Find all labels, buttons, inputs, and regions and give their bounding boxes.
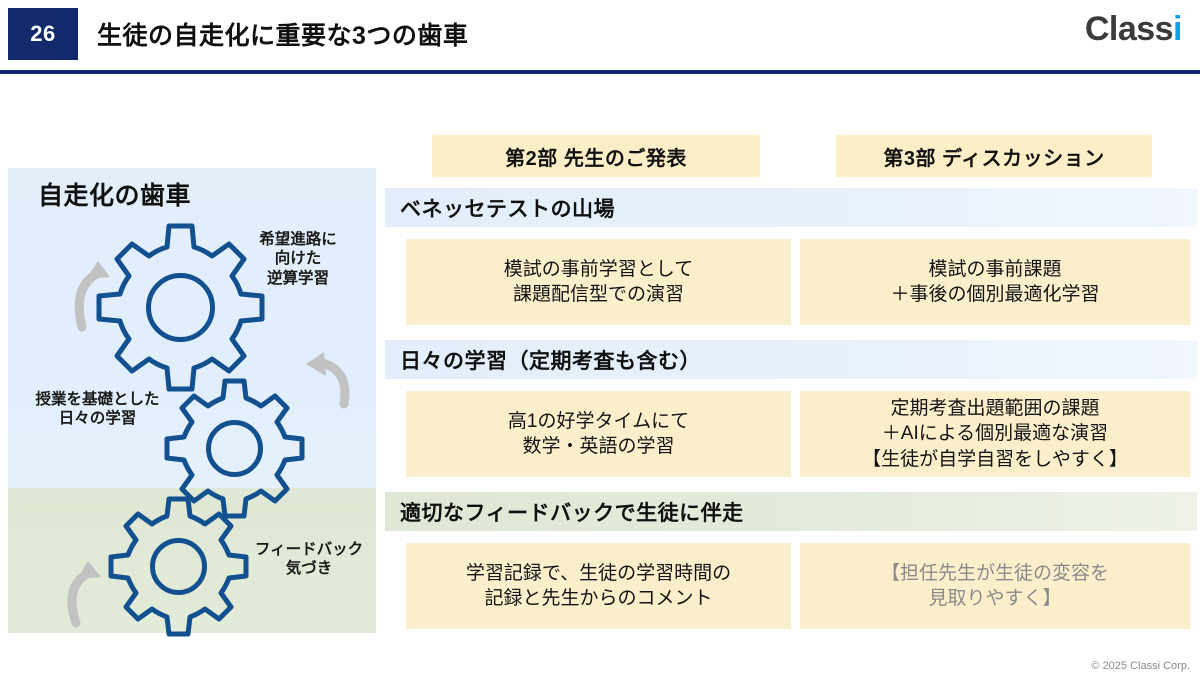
row-band-daily-study: 日々の学習（定期考査も含む） bbox=[385, 340, 1197, 379]
rotation-arrow-upper-icon bbox=[74, 261, 110, 332]
row-band-feedback: 適切なフィードバックで生徒に伴走 bbox=[385, 492, 1197, 531]
gear-label-goal: 希望進路に 向けた 逆算学習 bbox=[259, 231, 337, 287]
row-band-label: 日々の学習（定期考査も含む） bbox=[400, 349, 701, 373]
gear-label-feedback: フィードバック 気づき bbox=[254, 541, 364, 578]
column-header-part3: 第3部 ディスカッション bbox=[836, 135, 1152, 177]
row-band-label: 適切なフィードバックで生徒に伴走 bbox=[400, 501, 744, 525]
cell-row1-col2: 模試の事前課題 ＋事後の個別最適化学習 bbox=[800, 239, 1190, 325]
gear-label-daily-study: 授業を基礎とした 日々の学習 bbox=[35, 391, 160, 428]
footer-copyright: © 2025 Classi Corp. bbox=[1091, 660, 1190, 672]
logo-wordmark: Class bbox=[1084, 10, 1174, 48]
gear-panel-title: 自走化の歯車 bbox=[38, 182, 192, 210]
gear-large-icon bbox=[96, 223, 265, 392]
cell-row2-col2: 定期考査出題範囲の課題 ＋AIによる個別最適な演習 【生徒が自学自習をしやすく】 bbox=[800, 391, 1190, 477]
gear-small-icon bbox=[108, 496, 249, 637]
rotation-arrow-middle-icon bbox=[306, 352, 350, 409]
page-title: 生徒の自走化に重要な3つの歯車 bbox=[97, 22, 469, 50]
gear-panel-background-top bbox=[8, 168, 376, 488]
cell-row1-col1: 模試の事前学習として 課題配信型での演習 bbox=[406, 239, 791, 325]
logo-accent-letter: i bbox=[1173, 10, 1182, 48]
cell-row3-col1: 学習記録で、生徒の学習時間の 記録と先生からのコメント bbox=[406, 543, 791, 629]
gear-diagram-panel: 自走化の歯車 希望進路に 向けた 逆算学習 授 bbox=[8, 168, 376, 637]
column-header-part2: 第2部 先生のご発表 bbox=[432, 135, 760, 177]
cell-row2-col1: 高1の好学タイムにて 数学・英語の学習 bbox=[406, 391, 791, 477]
gear-medium-icon bbox=[164, 378, 305, 519]
row-band-label: ベネッセテストの山場 bbox=[400, 197, 615, 221]
row-band-benesse-test: ベネッセテストの山場 bbox=[385, 188, 1197, 227]
rotation-arrow-lower-icon bbox=[67, 561, 101, 628]
header-divider bbox=[0, 70, 1200, 74]
page-number-badge: 26 bbox=[8, 8, 78, 60]
cell-row3-col2: 【担任先生が生徒の変容を 見取りやすく】 bbox=[800, 543, 1190, 629]
